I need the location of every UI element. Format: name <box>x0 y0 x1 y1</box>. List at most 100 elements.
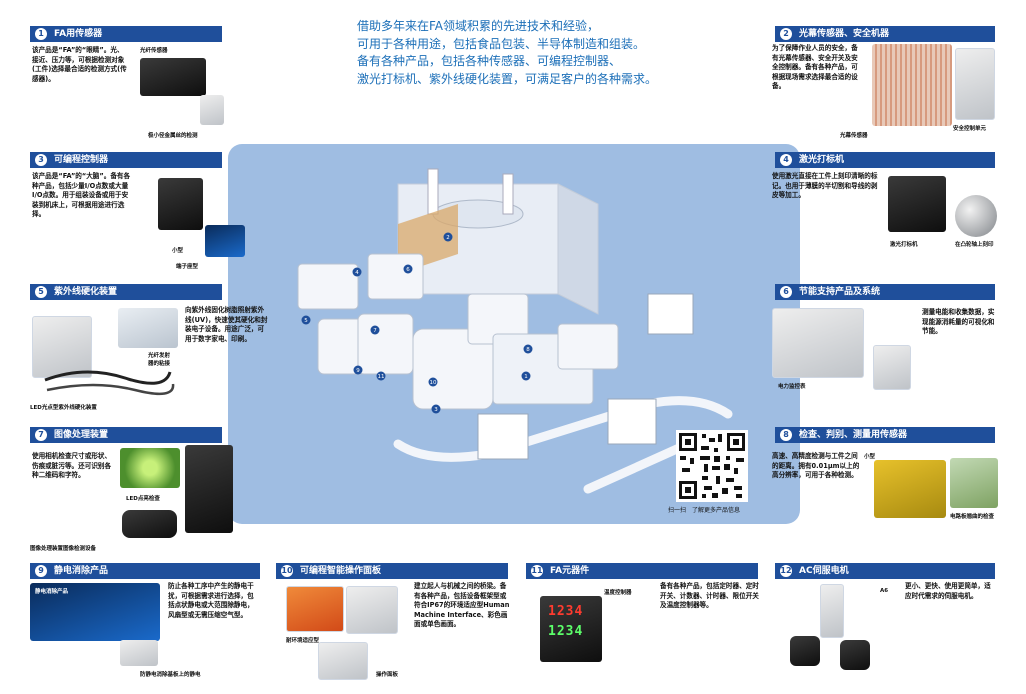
section-desc-light-curtain: 为了保障作业人员的安全，备有光幕传感器、安全开关及安全控制器。备有各种产品，可根… <box>772 44 858 91</box>
section-desc-measurement: 高速、高精度检测与工件之间的距离。拥有0.01μm以上的高分辨率，可用于各种检测… <box>772 452 860 480</box>
caption-safety-controller: 安全控制单元 <box>953 126 987 132</box>
section-number-badge: 1 <box>35 28 47 40</box>
section-desc-energy: 测量电能和收集数据，实现能源消耗量的可视化和节能。 <box>922 308 995 336</box>
factory-marker-label-10: 10 <box>430 380 437 386</box>
section-number-badge: 10 <box>281 565 293 577</box>
terminal-block-image <box>205 225 245 257</box>
section-desc-fa-sensor: 该产品是“FA”的“眼睛”。光、接近、压力等，可根据检测对象(工件)选择最合适的… <box>32 46 127 83</box>
temp-display-sv: 1234 <box>548 624 584 639</box>
intro-line-1: 借助多年来在FA领域积累的先进技术和经验， <box>357 19 600 33</box>
fiber-sensor-image <box>140 58 206 96</box>
section-number-badge: 5 <box>35 286 47 298</box>
power-monitor-image <box>772 308 864 378</box>
intro-line-4: 激光打标机、紫外线硬化装置，可满足客户的各种需求。 <box>357 71 658 86</box>
factory-marker-6[interactable] <box>403 264 413 274</box>
factory-marker-label-4: 4 <box>355 270 359 276</box>
factory-marker-label-6: 6 <box>406 267 410 273</box>
factory-marker-1[interactable] <box>521 371 531 381</box>
section-header-energy: 6 节能支持产品及系统 <box>775 284 995 300</box>
displacement-sensor-image <box>874 460 946 518</box>
factory-marker-10[interactable] <box>428 377 438 387</box>
intro-text: 借助多年来在FA领域积累的先进技术和经验， 可用于各种用途，包括食品包装、半导体… <box>357 18 757 88</box>
caption-terminal-block: 端子座型 <box>176 264 199 270</box>
section-number-badge: 3 <box>35 154 47 166</box>
section-title: 检查、判别、测量用传感器 <box>799 430 908 440</box>
factory-marker-5[interactable] <box>301 315 311 325</box>
section-number-badge: 11 <box>531 565 543 577</box>
caption-light-curtain: 光幕传感器 <box>840 133 868 139</box>
section-title: 光幕传感器、安全机器 <box>799 29 890 39</box>
factory-marker-label-2: 2 <box>446 235 450 241</box>
factory-marker-label-7: 7 <box>373 328 377 334</box>
uv-curing-device-image <box>32 316 92 378</box>
factory-marker-4[interactable] <box>352 267 362 277</box>
section-number-badge: 12 <box>780 565 792 577</box>
section-desc-laser-marker: 使用激光直接在工件上刻印清晰的标记。也用于薄膜的半切割和导线的剥皮等加工。 <box>772 172 878 200</box>
section-desc-vision: 使用相机检查尺寸或形状、伤痕或脏污等。还可识别各种二维码和字符。 <box>32 452 112 480</box>
vision-camera-image <box>122 510 177 538</box>
section-header-servo: 12 AC伺服电机 <box>775 563 995 579</box>
caption-measure-small: 小型 <box>864 454 876 460</box>
section-header-laser-marker: 4 激光打标机 <box>775 152 995 168</box>
section-header-light-curtain: 2 光幕传感器、安全机器 <box>775 26 995 42</box>
led-inspection-image <box>120 448 180 488</box>
caption-laser-marker: 激光打标机 <box>890 242 918 248</box>
caption-static-board: 防静电消除基板上的静电 <box>140 672 201 678</box>
section-title: 图像处理装置 <box>54 430 109 440</box>
intro-line-2: 可用于各种用途，包括食品包装、半导体制造和组装。 <box>357 36 646 51</box>
section-header-vision: 7 图像处理装置 <box>30 427 222 443</box>
section-desc-fa-components: 备有各种产品，包括定时器、定时开关、计数器、计时器、限位开关及温度控制器等。 <box>660 582 759 610</box>
section-number-badge: 7 <box>35 429 47 441</box>
fiber-bonding-image <box>118 308 178 348</box>
section-header-fa-sensor: 1 FA用传感器 <box>30 26 222 42</box>
caption-uv-led-device: LED光点型紫外线硬化装置 <box>30 405 97 411</box>
safety-controller-image <box>955 48 995 120</box>
camshaft-image <box>955 195 997 237</box>
section-title: 可编程控制器 <box>54 155 109 165</box>
section-title: 可编程智能操作面板 <box>300 566 382 576</box>
factory-marker-7[interactable] <box>370 325 380 335</box>
section-title: 静电消除产品 <box>54 566 109 576</box>
section-header-hmi: 10 可编程智能操作面板 <box>276 563 508 579</box>
section-title: AC伺服电机 <box>799 566 849 576</box>
factory-marker-2[interactable] <box>443 232 453 242</box>
section-title: FA元器件 <box>550 566 590 576</box>
section-desc-servo: 更小、更快、使用更简单，适应时代需求的伺服电机。 <box>905 582 991 600</box>
caption-hmi-panel: 操作面板 <box>376 672 399 678</box>
factory-marker-9[interactable] <box>353 365 363 375</box>
caption-fiber-bonding: 光纤发射器的粘接 <box>148 353 171 367</box>
caption-power-monitor: 电力监控表 <box>778 384 806 390</box>
section-desc-static: 防止各种工序中产生的静电干扰，可根据需求进行选择，包括点状静电或大范围除静电，风… <box>168 582 254 619</box>
hmi-rugged-image <box>286 586 344 632</box>
section-number-badge: 9 <box>35 565 47 577</box>
factory-marker-label-8: 8 <box>526 347 530 353</box>
factory-marker-11[interactable] <box>376 371 386 381</box>
static-eliminator-image <box>30 583 160 641</box>
qr-code[interactable] <box>676 430 748 502</box>
section-number-badge: 2 <box>780 28 792 40</box>
static-board-image <box>120 640 158 666</box>
section-title: FA用传感器 <box>54 29 103 39</box>
servo-motor-large-image <box>840 640 870 670</box>
factory-marker-label-11: 11 <box>378 374 385 380</box>
vision-controller-image <box>185 445 233 533</box>
caption-fiber-sensor: 光纤传感器 <box>140 48 168 54</box>
section-desc-uv-curing: 向紫外线固化树脂照射紫外线(UV)，快速使其硬化和封装电子设备。用途广泛，可用于… <box>185 306 268 343</box>
hmi-panel-image <box>346 586 398 634</box>
section-header-static: 9 静电消除产品 <box>30 563 260 579</box>
light-curtain-image <box>872 44 952 126</box>
pcb-warp-image <box>950 458 998 508</box>
section-header-measurement: 8 检查、判别、测量用传感器 <box>775 427 995 443</box>
section-title: 节能支持产品及系统 <box>799 287 881 297</box>
factory-marker-8[interactable] <box>523 344 533 354</box>
section-number-badge: 8 <box>780 429 792 441</box>
laser-marker-image <box>888 176 946 232</box>
caption-camshaft: 在凸轮轴上刻印 <box>955 242 994 248</box>
section-number-badge: 4 <box>780 154 792 166</box>
caption-pcb-warp: 电路板翘曲的检查 <box>950 514 995 520</box>
temperature-controller-image: 1234 1234 <box>540 596 602 662</box>
factory-marker-label-5: 5 <box>304 318 308 324</box>
factory-marker-3[interactable] <box>431 404 441 414</box>
